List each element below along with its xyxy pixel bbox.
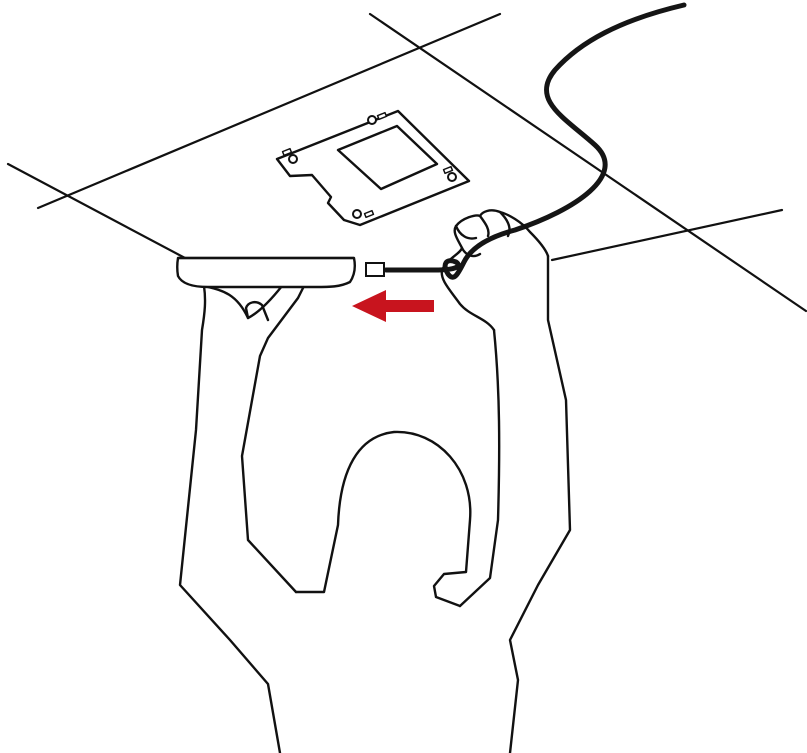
bracket-screw-hole [289, 155, 297, 163]
ceiling-edge-left [8, 164, 185, 258]
person-icon [180, 210, 570, 753]
ceiling-edge-top [38, 14, 500, 208]
bracket-slot [378, 113, 387, 120]
mounting-bracket-outline [277, 111, 469, 225]
bracket-slot [365, 211, 374, 218]
ceiling-icon [8, 14, 806, 311]
bracket-screw-hole [353, 210, 361, 218]
connector-icon [366, 263, 384, 276]
mounting-bracket-icon [277, 111, 469, 225]
device-icon [177, 258, 355, 287]
person-head [296, 432, 470, 606]
device-body [177, 258, 355, 287]
left-arrow-shape [352, 290, 434, 322]
person-right-arm-outer [510, 256, 570, 753]
connector-plug [366, 263, 384, 276]
person-left-hand [204, 286, 304, 592]
left-arrow-icon [352, 290, 434, 322]
bracket-screw-hole [448, 173, 456, 181]
person-left-arm [180, 286, 280, 753]
bracket-screw-hole [368, 116, 376, 124]
